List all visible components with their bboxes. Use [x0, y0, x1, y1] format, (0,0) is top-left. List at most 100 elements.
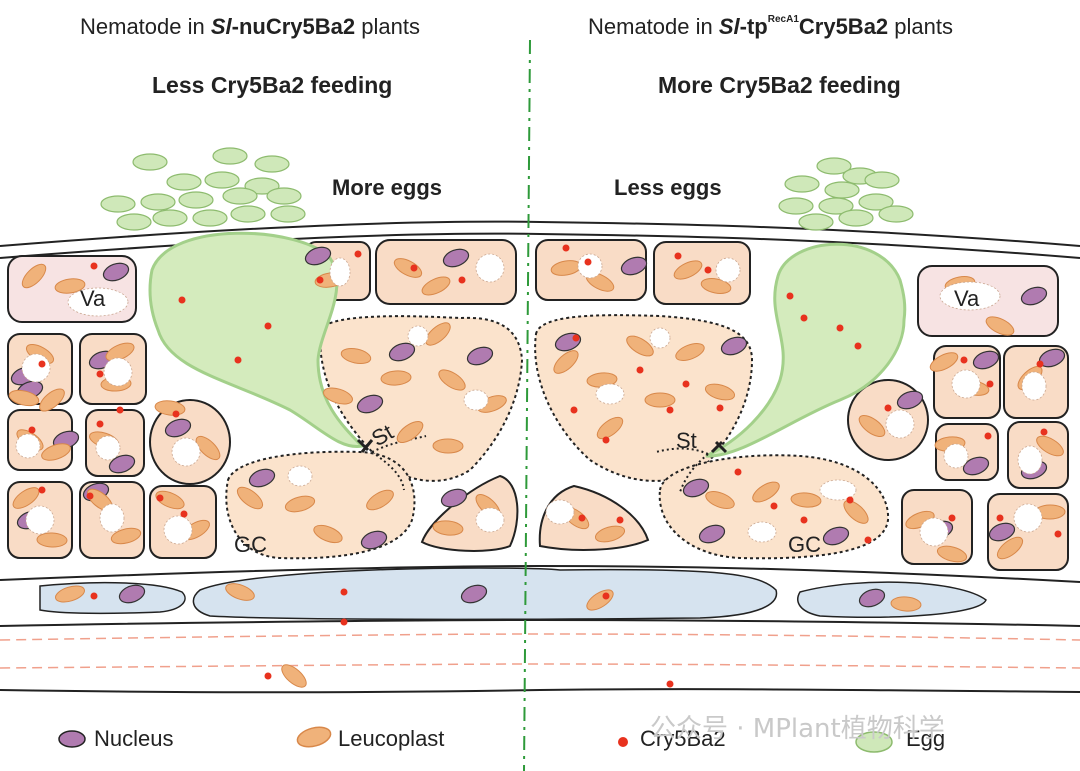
nucleus [118, 584, 146, 604]
cry5ba2-dot [636, 366, 644, 374]
leucoplast [54, 278, 86, 294]
right-nematode [705, 242, 907, 458]
egg [212, 147, 248, 165]
vacuole [95, 435, 121, 461]
cry5ba2-dot [996, 514, 1004, 522]
legend-egg-label: Egg [906, 726, 946, 751]
nucleus [962, 456, 990, 476]
cry5ba2-dot [264, 672, 272, 680]
cry5ba2-dot [578, 514, 586, 522]
cry5ba2-dot [264, 322, 272, 330]
leucoplast [21, 263, 47, 289]
vacuole [171, 437, 201, 467]
cry5ba2-dot [666, 680, 674, 688]
leucoplast [705, 491, 735, 509]
vacuole [25, 505, 55, 535]
leucoplast [39, 388, 65, 412]
leucoplast [313, 524, 343, 544]
nucleus [442, 248, 470, 268]
vacuole [475, 253, 505, 283]
left-panel-subtitle: Less Cry5Ba2 feeding [152, 72, 393, 98]
vacuole [715, 257, 741, 283]
leucoplast [41, 443, 71, 461]
leucoplast [155, 490, 185, 510]
cry5ba2-dot [704, 266, 712, 274]
nucleus [896, 390, 924, 410]
leucoplast [195, 435, 221, 461]
root-outline [0, 220, 1080, 694]
leucoplast [626, 335, 654, 357]
vacuole [819, 479, 857, 501]
egg [116, 213, 152, 231]
egg [244, 177, 280, 195]
leucoplast [396, 421, 424, 443]
legend-nucleus-label: Nucleus [94, 726, 174, 751]
leucoplast [929, 352, 959, 372]
egg [784, 175, 820, 193]
cry5ba2-dot [1054, 530, 1062, 538]
vascular-cells [39, 567, 987, 621]
leucoplast [393, 258, 423, 278]
egg [204, 171, 240, 189]
cry5ba2-dot [28, 426, 36, 434]
leucoplast [8, 389, 40, 407]
cry5ba2-dot [410, 264, 418, 272]
cry5ba2-dot [354, 250, 362, 258]
egg [858, 193, 894, 211]
egg [864, 171, 900, 189]
right-giant-cell-label: GC [788, 532, 821, 557]
cry5ba2-dot [172, 410, 180, 418]
leucoplast [284, 495, 316, 513]
leucoplast [890, 596, 922, 612]
cry5ba2-dot [316, 276, 324, 284]
nucleus [620, 256, 648, 276]
nucleus [356, 394, 384, 414]
nucleus [698, 524, 726, 544]
cry5ba2-dot [864, 536, 872, 544]
nucleus [466, 346, 494, 366]
leucoplast [858, 415, 886, 437]
nucleus [440, 488, 468, 508]
cry5ba2-dot [340, 618, 348, 626]
egg [270, 205, 306, 223]
right-panel-title: Nematode in Sl-tpRecA1Cry5Ba2 plants [588, 13, 953, 39]
leucoplast [366, 489, 394, 511]
cry5ba2-dot [986, 380, 994, 388]
nucleus [460, 584, 488, 604]
cry5ba2-dot [948, 514, 956, 522]
nematodes [148, 231, 907, 458]
nucleus [164, 418, 192, 438]
leucoplast [105, 342, 135, 362]
cry5ba2-dot [90, 262, 98, 270]
egg [818, 197, 854, 215]
leucoplast [12, 487, 40, 509]
egg [132, 153, 168, 171]
cry5ba2-dot [584, 258, 592, 266]
cry5ba2-dot [854, 342, 862, 350]
leucoplast [432, 438, 464, 454]
egg [838, 209, 874, 227]
leucoplast [236, 486, 264, 510]
leucoplast [644, 392, 676, 408]
cry5ba2-dot [116, 406, 124, 414]
cry5ba2-dot [38, 486, 46, 494]
egg [178, 191, 214, 209]
legend-nucleus-swatch [58, 730, 86, 748]
leucoplast [704, 383, 736, 401]
leucoplast [790, 492, 822, 508]
cry5ba2-dot [666, 406, 674, 414]
egg [152, 209, 188, 227]
nucleus [972, 350, 1000, 370]
cry5ba2-dot [1036, 360, 1044, 368]
cry5ba2-dot [156, 494, 164, 502]
egg [778, 197, 814, 215]
leucoplast [55, 585, 85, 603]
egg [222, 187, 258, 205]
nucleus [822, 526, 850, 546]
leucoplast [996, 536, 1024, 560]
leucoplast [553, 350, 579, 374]
leucoplast [340, 347, 372, 365]
nucleus [388, 342, 416, 362]
leucoplast [936, 545, 968, 563]
